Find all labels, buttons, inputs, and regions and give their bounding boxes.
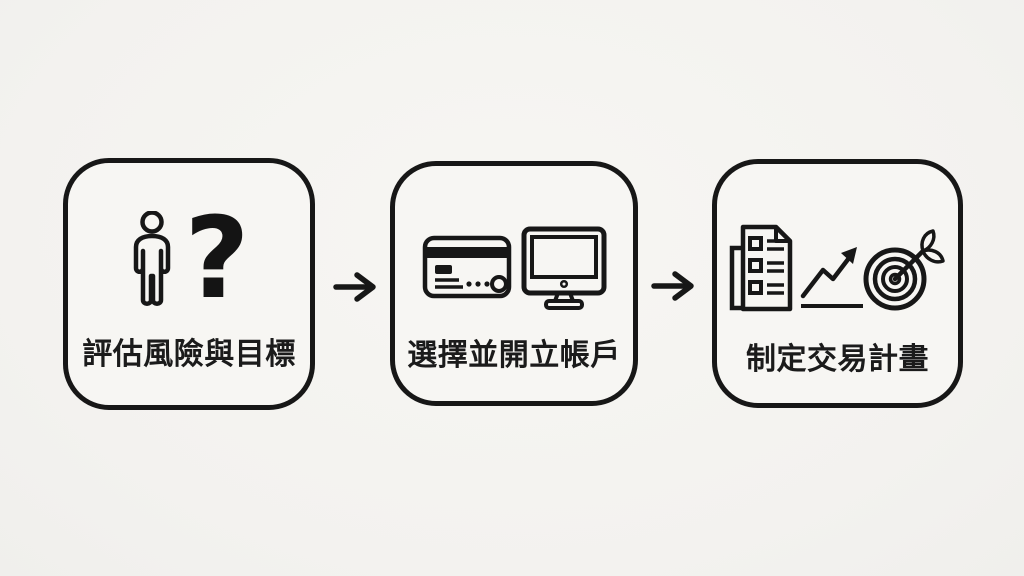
- step-1-label: 評估風險與目標: [82, 338, 296, 371]
- credit-card-icon: [422, 235, 511, 299]
- flow-arrow-icon: [333, 272, 376, 302]
- target-dart-icon: [863, 229, 945, 311]
- step-3-icons: [717, 222, 958, 314]
- question-mark-icon: ?: [184, 193, 250, 324]
- person-icon: [133, 211, 170, 306]
- account-icons: [422, 226, 606, 310]
- step-box-trading-plan: 制定交易計畫: [712, 159, 963, 408]
- step-1-icons: ?: [68, 203, 310, 319]
- flow-arrow-icon: [651, 271, 694, 301]
- computer-monitor-icon: [521, 226, 606, 310]
- step-2-label: 選擇並開立帳戶: [407, 339, 621, 372]
- step-box-assess-risk: ? 評估風險與目標: [63, 158, 315, 410]
- checklist-document-icon: [729, 224, 792, 312]
- step-3-label: 制定交易計畫: [746, 343, 929, 376]
- growth-chart-icon: [800, 247, 863, 308]
- step-box-open-account: 選擇並開立帳戶: [390, 161, 638, 406]
- step-2-icons: [395, 226, 633, 311]
- plan-icons: [729, 224, 945, 312]
